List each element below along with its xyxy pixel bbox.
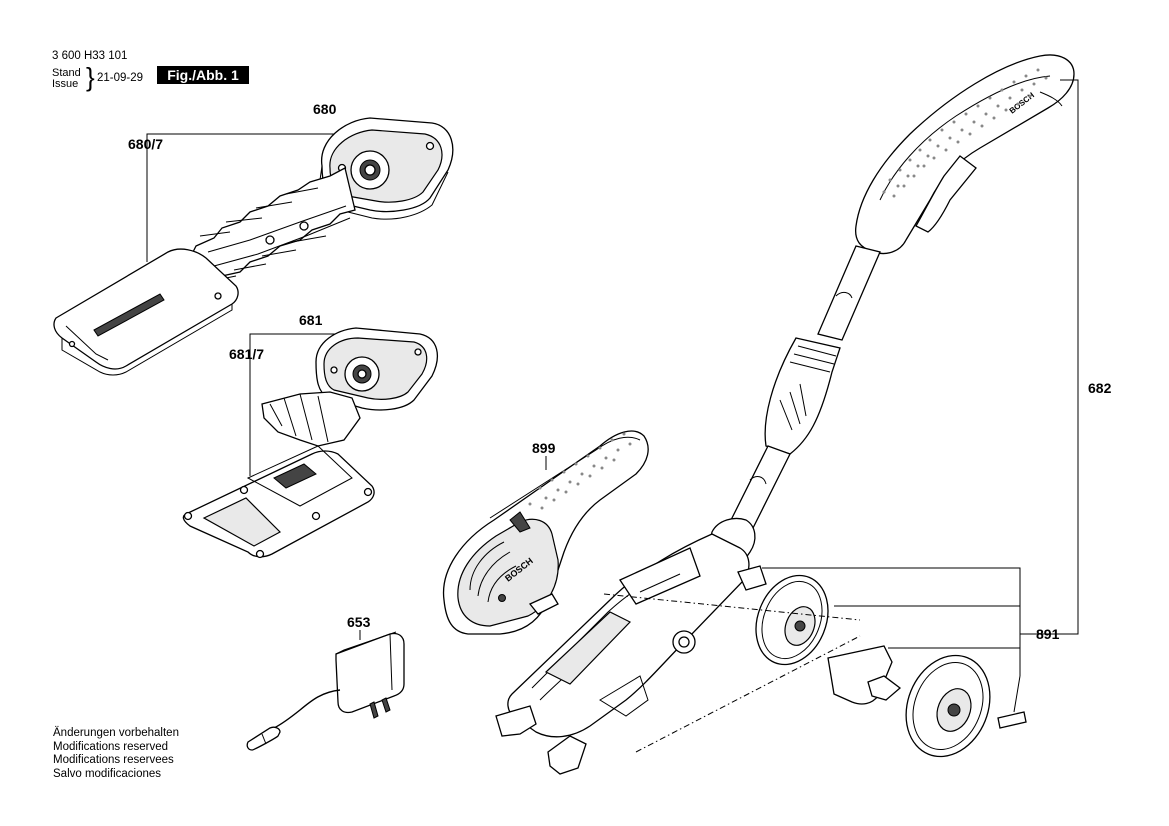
note-de: Änderungen vorbehalten [53, 727, 179, 739]
part-653-charger [246, 630, 405, 751]
document-number: 3 600 H33 101 [52, 50, 128, 62]
note-fr: Modifications reservees [53, 754, 174, 766]
modification-notes: Änderungen vorbehalten Modifications res… [53, 727, 179, 781]
part-682-telescopic-handle: BOSCH [705, 54, 1075, 573]
note-es: Salvo modificaciones [53, 767, 162, 780]
part-682-bracket [1060, 79, 1079, 635]
part-680-blade-assembly [53, 117, 454, 376]
part-label-653: 653 [347, 614, 371, 630]
stand-label: Stand [52, 67, 81, 79]
part-681-shear-assembly [182, 327, 438, 559]
part-label-681-7: 681/7 [229, 346, 265, 362]
part-label-891: 891 [1036, 626, 1060, 642]
part-label-682: 682 [1088, 380, 1112, 396]
part-label-680-7: 680/7 [128, 136, 164, 152]
part-label-899: 899 [532, 440, 556, 456]
figure-label: Fig./Abb. 1 [157, 66, 249, 84]
part-label-681: 681 [299, 312, 323, 328]
part-899-handle-unit: BOSCH [442, 430, 649, 635]
grip-texture [528, 432, 632, 510]
part-891-wheel-kit [603, 565, 1066, 758]
issue-label: Issue [52, 78, 79, 90]
upper-grip-texture [882, 68, 1048, 198]
issue-date: 21-09-29 [97, 72, 144, 84]
chassis-mount [495, 533, 750, 775]
note-en: Modifications reserved [53, 740, 169, 753]
brace-symbol: } [86, 62, 95, 92]
part-label-680: 680 [313, 101, 337, 117]
